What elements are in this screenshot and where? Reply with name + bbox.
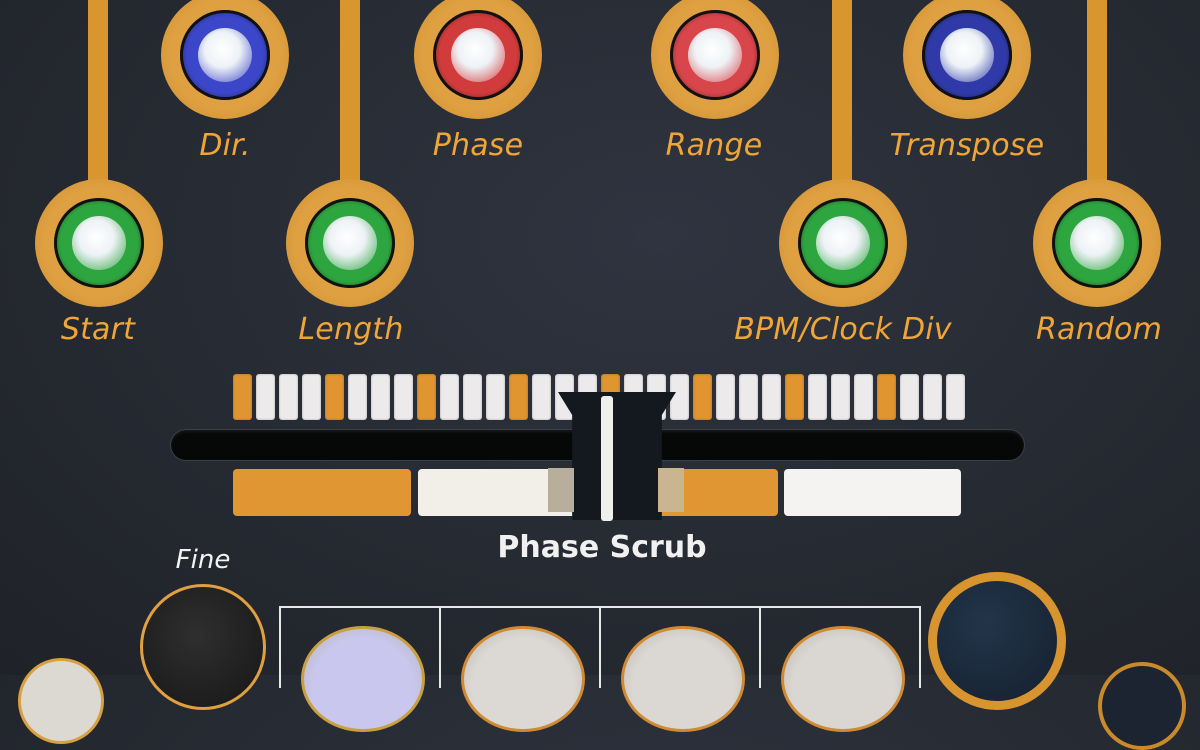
phase-scrub-fader[interactable] — [548, 392, 686, 522]
step-led — [256, 374, 275, 420]
step-led — [923, 374, 942, 420]
step-led — [371, 374, 390, 420]
pad-button-2[interactable] — [461, 626, 585, 732]
knob-label-transpose: Transpose — [889, 128, 1045, 163]
knob-cap-icon — [451, 28, 505, 82]
fader-tab-left — [548, 468, 574, 512]
fine-button[interactable] — [140, 584, 266, 710]
pad-cell — [281, 608, 441, 732]
knob-label-phase: Phase — [432, 128, 524, 163]
range-block — [233, 469, 411, 516]
knob-label-length: Length — [298, 312, 404, 347]
knob-label-dir: Dir. — [199, 128, 251, 163]
trace-bpm — [832, 0, 852, 190]
fader-cap[interactable] — [558, 392, 676, 520]
pad-grid — [279, 606, 921, 732]
knob-cap-icon — [323, 216, 377, 270]
knob-cap-icon — [72, 216, 126, 270]
fader-tab-right — [658, 468, 684, 512]
knob-transpose[interactable] — [922, 10, 1012, 100]
pad-cell — [761, 608, 919, 732]
step-led — [946, 374, 965, 420]
knob-range[interactable] — [670, 10, 760, 100]
step-led — [348, 374, 367, 420]
step-led — [417, 374, 436, 420]
knob-start[interactable] — [54, 198, 144, 288]
pad-cell — [601, 608, 761, 732]
fader-indicator-line — [601, 396, 613, 521]
step-led — [785, 374, 804, 420]
knob-dir[interactable] — [180, 10, 270, 100]
knob-label-start: Start — [60, 312, 136, 347]
right-button[interactable] — [928, 572, 1066, 710]
step-led — [486, 374, 505, 420]
pad-button-3[interactable] — [621, 626, 745, 732]
step-led — [831, 374, 850, 420]
trace-random — [1087, 0, 1107, 190]
step-led — [325, 374, 344, 420]
step-led — [394, 374, 413, 420]
step-led — [854, 374, 873, 420]
phase-scrub-label: Phase Scrub — [497, 530, 707, 565]
knob-bpm-clock-div[interactable] — [798, 198, 888, 288]
pad-button-4[interactable] — [781, 626, 905, 732]
knob-label-bpm-clock-div: BPM/Clock Div — [734, 312, 952, 347]
step-led — [900, 374, 919, 420]
knob-length[interactable] — [305, 198, 395, 288]
knob-cap-icon — [816, 216, 870, 270]
step-led — [808, 374, 827, 420]
step-led — [716, 374, 735, 420]
step-led — [302, 374, 321, 420]
left-button[interactable] — [18, 658, 104, 744]
far-right-button[interactable] — [1098, 662, 1186, 750]
step-led — [233, 374, 252, 420]
trace-start — [88, 0, 108, 190]
knob-cap-icon — [940, 28, 994, 82]
fine-label: Fine — [175, 545, 231, 575]
knob-label-random: Random — [1035, 312, 1163, 347]
step-led — [532, 374, 551, 420]
step-led — [279, 374, 298, 420]
range-block — [784, 469, 961, 516]
knob-phase[interactable] — [433, 10, 523, 100]
step-led — [463, 374, 482, 420]
knob-random[interactable] — [1052, 198, 1142, 288]
step-led — [670, 374, 689, 420]
step-led — [509, 374, 528, 420]
knob-cap-icon — [688, 28, 742, 82]
step-led — [877, 374, 896, 420]
step-led — [762, 374, 781, 420]
step-led — [440, 374, 459, 420]
knob-cap-icon — [198, 28, 252, 82]
pad-cell — [441, 608, 601, 732]
step-led — [693, 374, 712, 420]
trace-length — [340, 0, 360, 190]
step-led — [739, 374, 758, 420]
knob-label-range: Range — [665, 128, 763, 163]
knob-cap-icon — [1070, 216, 1124, 270]
pad-button-1[interactable] — [301, 626, 425, 732]
